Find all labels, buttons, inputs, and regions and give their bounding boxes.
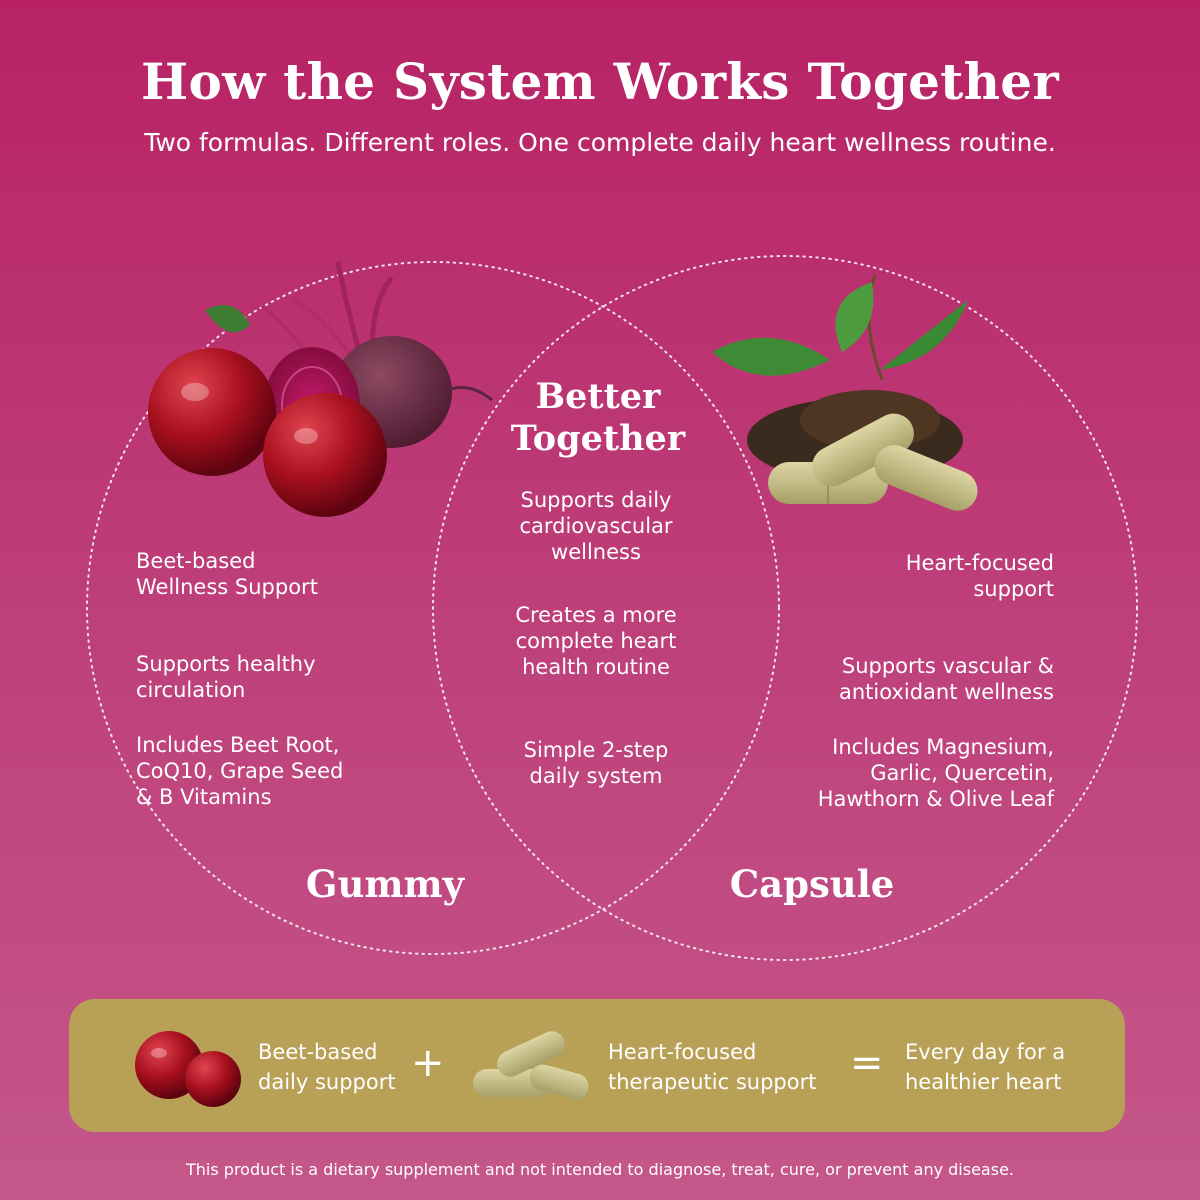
summary-bar: Beet-based daily support + Heart-focused… <box>69 999 1125 1132</box>
summary-result-text: Every day for a healthier heart <box>905 1040 1066 1094</box>
summary-gummy-text: Beet-based daily support <box>258 1040 396 1094</box>
overlap-title: Better Together <box>480 376 716 460</box>
capsule-point-3: Includes Magnesium, Garlic, Quercetin, H… <box>817 735 1054 811</box>
equals-sign: = <box>850 1040 884 1086</box>
overlap-title-text: Better Together <box>510 376 686 459</box>
overlap-point-3: Simple 2-step daily system <box>523 738 669 788</box>
capsule-circle <box>432 255 1138 961</box>
plus-sign: + <box>411 1040 445 1086</box>
gummy-circle <box>86 261 780 955</box>
disclaimer: This product is a dietary supplement and… <box>186 1160 1014 1179</box>
gummy-point-2: Supports healthy circulation <box>136 652 316 702</box>
capsule-icon <box>473 1031 589 1100</box>
page-title: How the System Works Together <box>140 52 1060 111</box>
capsule-point-1: Heart-focused support <box>905 551 1054 601</box>
overlap-point-1: Supports daily cardiovascular wellness <box>519 488 673 564</box>
gummy-icon <box>135 1031 241 1107</box>
capsule-label: Capsule <box>729 862 895 906</box>
beet-gummy-illustration <box>148 261 493 517</box>
overlap-point-2: Creates a more complete heart health rou… <box>515 603 677 679</box>
gummy-point-3: Includes Beet Root, CoQ10, Grape Seed & … <box>136 733 344 809</box>
summary-capsule-text: Heart-focused therapeutic support <box>608 1040 817 1094</box>
page-subtitle: Two formulas. Different roles. One compl… <box>144 128 1056 157</box>
tea-capsule-illustration <box>712 274 978 511</box>
gummy-label: Gummy <box>305 862 465 906</box>
gummy-point-1: Beet-based Wellness Support <box>136 549 318 599</box>
capsule-point-2: Supports vascular & antioxidant wellness <box>838 654 1054 704</box>
